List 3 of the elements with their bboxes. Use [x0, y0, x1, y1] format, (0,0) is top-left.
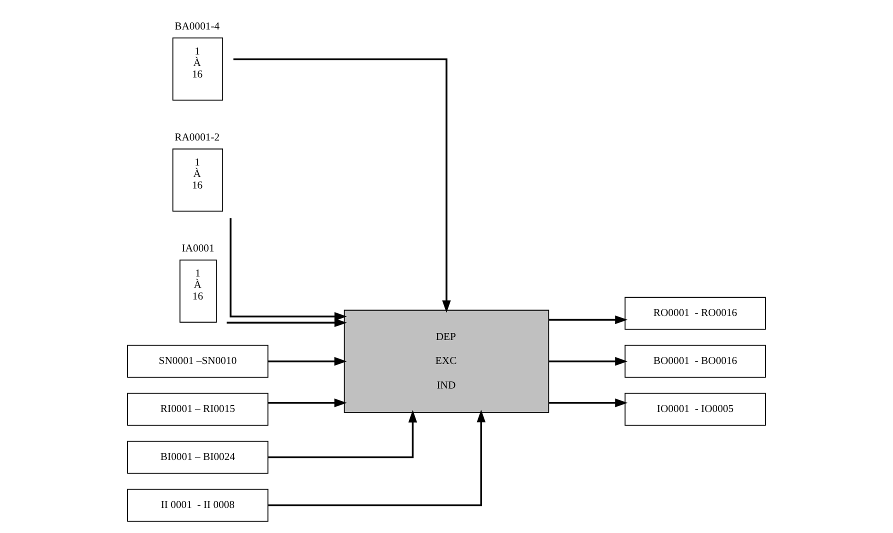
node-label: IA0001 — [182, 244, 214, 255]
node-label: RA0001-2 — [174, 132, 220, 144]
node-label: BA0001-4 — [174, 22, 220, 33]
